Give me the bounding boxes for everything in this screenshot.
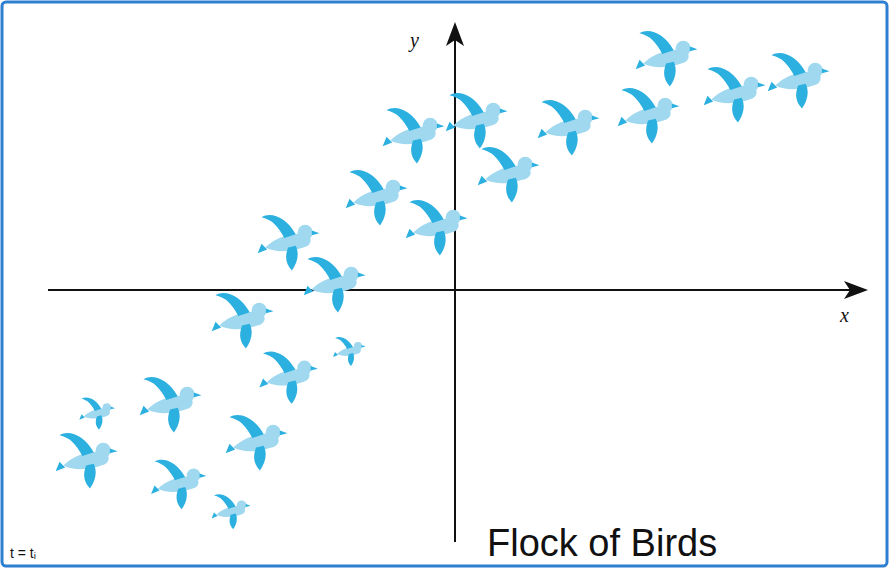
bird: [258, 215, 320, 270]
axis-label: y: [410, 30, 419, 50]
bird: [333, 337, 366, 366]
bird: [406, 200, 468, 255]
bird: [618, 88, 680, 143]
x-arrowhead: [844, 281, 868, 299]
bird: [140, 377, 202, 432]
axis-label: x: [840, 305, 849, 325]
bird: [538, 100, 600, 155]
bird: [259, 351, 318, 403]
y-axis: [454, 34, 456, 542]
bird: [446, 93, 508, 148]
bird: [346, 170, 408, 225]
birds: [56, 31, 830, 529]
bird: [304, 257, 366, 312]
bird: [56, 433, 118, 488]
bird: [478, 147, 540, 202]
caption-text: Flock of Birds: [487, 524, 717, 562]
x-axis: [48, 289, 858, 291]
bird: [768, 53, 830, 108]
bird: [151, 460, 206, 510]
bird: [636, 31, 698, 86]
y-arrowhead: [446, 22, 464, 46]
time-label: t = tᵢ: [10, 546, 36, 560]
bird: [383, 108, 445, 163]
bird: [79, 398, 115, 430]
bird: [226, 415, 288, 470]
bird: [212, 494, 251, 529]
bird: [212, 293, 274, 348]
bird: [704, 67, 766, 122]
